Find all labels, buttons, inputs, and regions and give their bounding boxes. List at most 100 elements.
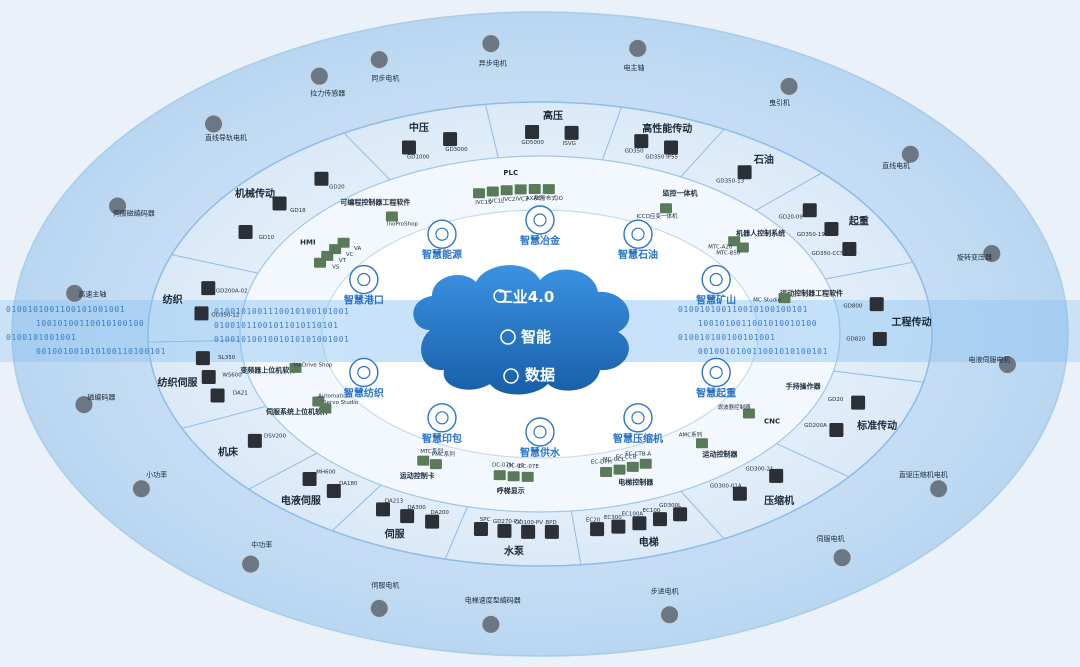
motor-icon (900, 144, 920, 164)
controller-label: 呼梯显示 (497, 486, 525, 495)
binary-string: 010010100100101001 (678, 333, 776, 342)
outer-item-label: 拉力传感器 (310, 89, 345, 98)
binary-string: 0100101001001010101001001 (214, 335, 349, 344)
controller-image (500, 185, 513, 196)
product-label: GD350 (625, 149, 644, 155)
controller-product-label: DC-07E (518, 464, 539, 470)
outer-item-label: 旋转变压器 (957, 253, 992, 262)
segment-divider (833, 370, 924, 383)
product-label: GD100-PV (515, 520, 543, 526)
product-label: GD350-13 (716, 178, 744, 184)
product-image (210, 388, 225, 403)
motor-icon (929, 479, 949, 499)
smart-app-label: 智慧矿山 (696, 294, 736, 307)
segment-label: 压缩机 (764, 494, 794, 507)
controller-product-label: PMC系列 (432, 450, 455, 458)
controller-label: 电梯控制器 (618, 477, 654, 486)
controller-image (521, 471, 534, 482)
product-image (632, 516, 647, 531)
product-label: GD800 (843, 304, 862, 310)
product-label: GD350-CCS (811, 251, 844, 257)
product-label: EC20 (586, 517, 601, 523)
product-label: GD200A-02 (216, 288, 248, 294)
product-image (238, 225, 253, 239)
smart-app-icon (349, 264, 379, 295)
product-image (401, 140, 416, 155)
smart-app-label: 智慧港口 (344, 294, 384, 307)
product-label: GD820 (846, 337, 865, 343)
smart-app-label: 智慧起重 (696, 386, 736, 399)
product-image (851, 395, 866, 410)
segment-label: 机械传动 (235, 187, 275, 200)
outer-item-label: 直线电机 (882, 161, 910, 170)
product-image (829, 422, 844, 437)
controller-product-label: AX系列 (526, 194, 545, 202)
controller-image (736, 242, 749, 253)
controller-label: 机器人控制系统 (736, 228, 785, 237)
product-image (201, 369, 216, 384)
smart-app-glyph (631, 227, 645, 241)
smart-app-glyph (533, 213, 547, 227)
outer-item-label: 电主轴 (623, 63, 644, 72)
product-label: DA200 (431, 510, 450, 516)
controller-label: PLC (503, 169, 518, 177)
motor-icon (481, 614, 501, 634)
product-image (872, 331, 887, 346)
product-label: SL350 (218, 355, 236, 361)
smart-apps: 智慧冶金智慧石油智慧矿山智慧起重智慧压缩机智慧供水智慧印包智慧纺织智慧港口智慧能… (344, 205, 736, 459)
outer-item-label: 小功率 (146, 470, 167, 479)
product-label: GD350-12 (211, 312, 239, 318)
product-image (194, 306, 209, 321)
segment-divider (171, 254, 259, 274)
segment-label: 标准传动 (856, 419, 897, 432)
controller-product-label: ICCD应变一体机 (636, 212, 678, 220)
controller-image (429, 459, 442, 470)
controller-image (312, 396, 325, 407)
product-label: EC300 (604, 515, 622, 521)
segment-label: 石油 (753, 153, 774, 166)
product-label: GD20 (329, 184, 345, 190)
smart-app-glyph (533, 425, 547, 439)
product-image (544, 524, 559, 539)
product-label: GD350-19 (797, 232, 825, 238)
product-label: GD300L (659, 503, 682, 509)
controller-label: 手持操作器 (786, 382, 822, 391)
product-image (652, 512, 667, 527)
product-image (272, 196, 287, 211)
smart-app-glyph (709, 365, 723, 380)
product-image (376, 502, 391, 517)
product-image (611, 519, 626, 534)
data-icon (503, 368, 519, 384)
controller-label: 变频器上位机软件 (240, 366, 296, 375)
smart-app-label: 智慧冶金 (520, 234, 561, 247)
motor-icon (74, 395, 94, 415)
controller-image (528, 184, 541, 195)
smart-app-icon (525, 205, 555, 235)
motor-icon (369, 598, 389, 618)
controller-labels: HMIVSVTVCVA可编程控制器工程软件InoProShopPLCIVC1SI… (240, 169, 843, 495)
product-image (473, 521, 488, 536)
motor-icon (982, 244, 1002, 264)
controller-label: 运动控制卡 (400, 471, 435, 480)
segment-divider (248, 452, 318, 490)
product-image (521, 524, 536, 539)
product-image (869, 297, 884, 312)
smart-app-glyph (631, 411, 645, 425)
product-image (195, 351, 210, 366)
center-cloud: 工业4.0 智能 数据 (413, 265, 630, 395)
motor-icon (369, 50, 389, 70)
product-label: WS600 (222, 373, 242, 379)
outer-item-label: 电梯速度型编码器 (465, 596, 521, 605)
smart-app-glyph (435, 227, 449, 241)
motor-icon (108, 196, 128, 216)
motor-icon (241, 554, 261, 574)
segment-divider (825, 261, 913, 280)
controller-product-label: MC Studio (753, 298, 781, 304)
smart-app-glyph (357, 272, 371, 287)
segment-label: 高性能传动 (642, 122, 692, 135)
binary-string: 10010100110010100100 (36, 319, 144, 328)
controller-product-label: MTC-A20 (708, 245, 733, 251)
segment-label: 机床 (218, 446, 239, 459)
product-label: GD270-PV (493, 519, 521, 525)
